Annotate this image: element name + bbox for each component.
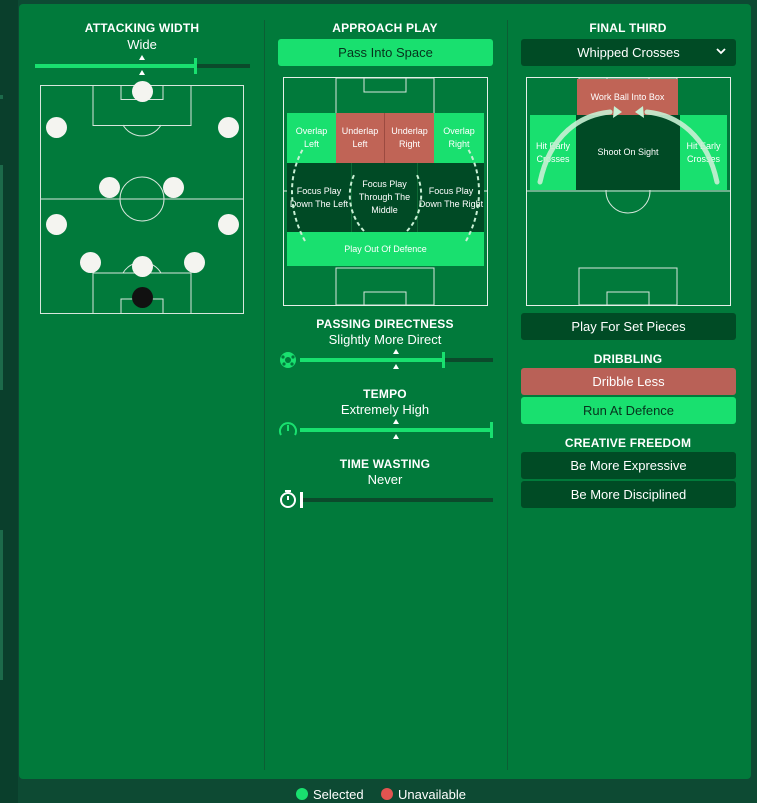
zone-play-out-of-defence[interactable]: Play Out Of Defence xyxy=(287,232,484,266)
be-more-expressive-button[interactable]: Be More Expressive xyxy=(521,452,736,479)
legend-selected: Selected xyxy=(296,787,364,802)
edge-marker xyxy=(0,530,3,680)
dribbling-title: DRIBBLING xyxy=(593,352,663,366)
attacking-width-title: ATTACKING WIDTH xyxy=(84,21,200,35)
zone-work-ball-into-box[interactable]: Work Ball Into Box xyxy=(577,79,678,115)
edge-marker xyxy=(0,95,3,99)
approach-arrows xyxy=(291,148,480,242)
unavailable-dot-icon xyxy=(381,788,393,800)
slider-handle[interactable] xyxy=(442,352,445,368)
zone-overlap-left[interactable]: Overlap Left xyxy=(287,113,336,163)
slider-midpoint-marker xyxy=(393,364,399,369)
zone-overlap-right[interactable]: Overlap Right xyxy=(434,113,484,163)
player-marker-right-winger[interactable] xyxy=(218,117,239,138)
attacking-width-slider[interactable] xyxy=(35,55,250,75)
attacking-width-value: Wide xyxy=(127,37,157,52)
zone-focus-middle[interactable]: Focus Play Through The Middle xyxy=(352,163,418,232)
player-marker-left-winger[interactable] xyxy=(46,117,67,138)
creative-freedom-title: CREATIVE FREEDOM xyxy=(564,436,692,450)
final-third-dropdown[interactable]: Whipped Crosses xyxy=(521,39,736,66)
approach-play-selected-button[interactable]: Pass Into Space xyxy=(278,39,493,66)
time-wasting-slider[interactable] xyxy=(300,492,493,508)
slider-handle[interactable] xyxy=(490,422,493,438)
chevron-down-icon xyxy=(716,48,726,55)
tempo-slider[interactable] xyxy=(300,419,493,439)
zone-shoot-on-sight[interactable]: Shoot On Sight xyxy=(576,115,680,190)
zone-underlap-right[interactable]: Underlap Right xyxy=(385,113,434,163)
tempo-title: TEMPO xyxy=(363,387,407,401)
player-marker-left-centre-back[interactable] xyxy=(80,252,101,273)
time-wasting-value: Never xyxy=(367,472,403,487)
approach-play-title: APPROACH PLAY xyxy=(332,21,438,35)
player-marker-centre-back[interactable] xyxy=(132,256,153,277)
selected-dot-icon xyxy=(296,788,308,800)
player-marker-left-back[interactable] xyxy=(46,214,67,235)
legend-selected-label: Selected xyxy=(313,787,364,802)
player-marker-right-midfielder[interactable] xyxy=(163,177,184,198)
slider-midpoint-marker xyxy=(393,349,399,354)
column-divider xyxy=(264,20,265,770)
slider-fill xyxy=(35,64,196,68)
zone-focus-left[interactable]: Focus Play Down The Left xyxy=(287,163,352,232)
slider-midpoint-marker xyxy=(393,419,399,424)
left-edge-strip xyxy=(0,0,18,803)
player-marker-striker[interactable] xyxy=(132,81,153,102)
passing-directness-value: Slightly More Direct xyxy=(328,332,442,347)
final-third-dropdown-value: Whipped Crosses xyxy=(577,45,680,60)
play-for-set-pieces-button[interactable]: Play For Set Pieces xyxy=(521,313,736,340)
legend-unavailable: Unavailable xyxy=(381,787,466,802)
stopwatch-icon xyxy=(280,490,296,508)
ball-icon xyxy=(280,352,296,368)
player-marker-right-back[interactable] xyxy=(218,214,239,235)
dribble-less-button[interactable]: Dribble Less xyxy=(521,368,736,395)
slider-handle[interactable] xyxy=(300,492,303,508)
final-third-title: FINAL THIRD xyxy=(589,21,667,35)
edge-marker xyxy=(0,165,3,390)
slider-fill xyxy=(300,358,444,362)
speedometer-icon xyxy=(279,422,297,436)
slider-midpoint-marker xyxy=(139,55,145,60)
be-more-disciplined-button[interactable]: Be More Disciplined xyxy=(521,481,736,508)
player-marker-left-midfielder[interactable] xyxy=(99,177,120,198)
column-divider xyxy=(507,20,508,770)
slider-midpoint-marker xyxy=(139,70,145,75)
legend-unavailable-label: Unavailable xyxy=(398,787,466,802)
passing-directness-title: PASSING DIRECTNESS xyxy=(316,317,454,331)
slider-handle[interactable] xyxy=(194,58,197,74)
player-marker-goalkeeper[interactable] xyxy=(132,287,153,308)
zone-underlap-left[interactable]: Underlap Left xyxy=(336,113,385,163)
tempo-value: Extremely High xyxy=(340,402,430,417)
passing-directness-slider[interactable] xyxy=(300,349,493,369)
time-wasting-title: TIME WASTING xyxy=(339,457,431,471)
slider-midpoint-marker xyxy=(393,434,399,439)
crossing-arrows xyxy=(537,106,720,185)
run-at-defence-button[interactable]: Run At Defence xyxy=(521,397,736,424)
formation-pitch xyxy=(40,85,244,314)
zone-focus-right[interactable]: Focus Play Down The Right xyxy=(418,163,484,232)
player-marker-right-centre-back[interactable] xyxy=(184,252,205,273)
slider-fill xyxy=(300,428,493,432)
